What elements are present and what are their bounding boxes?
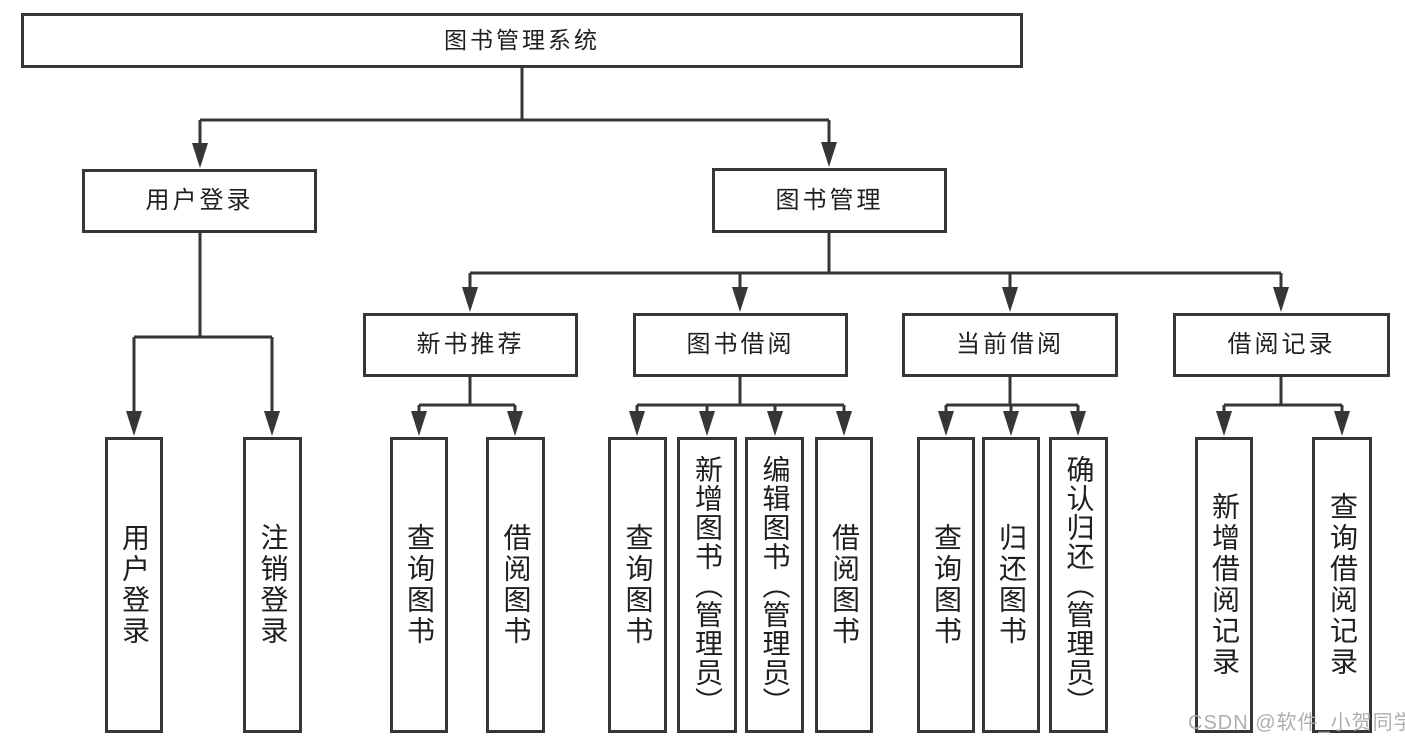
- node-book-borrow: 图书借阅: [633, 313, 848, 377]
- node-new-book-recommend: 新书推荐: [363, 313, 578, 377]
- node-query-books-current: 查询图书: [917, 437, 975, 733]
- node-query-books-borrow: 查询图书: [608, 437, 667, 733]
- node-label: 新书推荐: [416, 331, 525, 358]
- node-label: 编辑图书（管理员）: [759, 454, 791, 716]
- node-label: 借阅记录: [1227, 331, 1336, 358]
- node-label: 归还图书: [996, 523, 1027, 647]
- connector-borrow-records-to-leaves: [1216, 377, 1350, 436]
- node-add-borrow-record: 新增借阅记录: [1195, 437, 1253, 733]
- node-book-management: 图书管理: [712, 168, 947, 233]
- node-user-login: 用户登录: [82, 169, 317, 233]
- connector-new-book-recommend-to-leaves: [411, 377, 523, 436]
- node-label: 图书借阅: [686, 331, 795, 358]
- node-query-books-recommend: 查询图书: [390, 437, 448, 733]
- node-label: 查询图书: [404, 523, 435, 647]
- node-logout-leaf: 注销登录: [243, 437, 302, 733]
- connector-user-login-to-leaves: [126, 233, 280, 436]
- node-confirm-return-admin: 确认归还（管理员）: [1049, 437, 1108, 733]
- node-return-books: 归还图书: [982, 437, 1040, 733]
- node-add-books-admin: 新增图书（管理员）: [677, 437, 737, 733]
- node-label: 当前借阅: [956, 331, 1064, 358]
- node-label: 查询图书: [622, 523, 654, 647]
- node-label: 确认归还（管理员）: [1063, 454, 1095, 716]
- connector-root-to-level2: [192, 68, 837, 168]
- node-borrow-records: 借阅记录: [1173, 313, 1390, 377]
- node-user-login-leaf: 用户登录: [105, 437, 163, 733]
- connector-book-management-to-level3: [462, 233, 1289, 312]
- node-label: 新增借阅记录: [1209, 492, 1240, 678]
- node-library-management-system: 图书管理系统: [21, 13, 1023, 68]
- node-label: 新增图书（管理员）: [692, 454, 723, 716]
- node-label: 图书管理系统: [444, 27, 600, 53]
- node-edit-books-admin: 编辑图书（管理员）: [745, 437, 804, 733]
- node-current-borrow: 当前借阅: [902, 313, 1118, 377]
- node-label: 借阅图书: [500, 523, 532, 647]
- node-label: 借阅图书: [829, 523, 860, 647]
- node-borrow-books: 借阅图书: [815, 437, 873, 733]
- node-query-borrow-record: 查询借阅记录: [1312, 437, 1372, 733]
- node-label: 图书管理: [775, 186, 884, 214]
- connector-current-borrow-to-leaves: [938, 377, 1086, 436]
- node-label: 注销登录: [257, 523, 289, 647]
- watermark: CSDN @软件_小贺同学: [1188, 712, 1405, 734]
- connector-book-borrow-to-leaves: [629, 377, 852, 436]
- node-label: 查询图书: [931, 523, 962, 647]
- node-label: 查询借阅记录: [1327, 492, 1358, 678]
- node-label: 用户登录: [119, 523, 150, 647]
- node-label: 用户登录: [145, 187, 254, 214]
- node-borrow-books-recommend: 借阅图书: [486, 437, 545, 733]
